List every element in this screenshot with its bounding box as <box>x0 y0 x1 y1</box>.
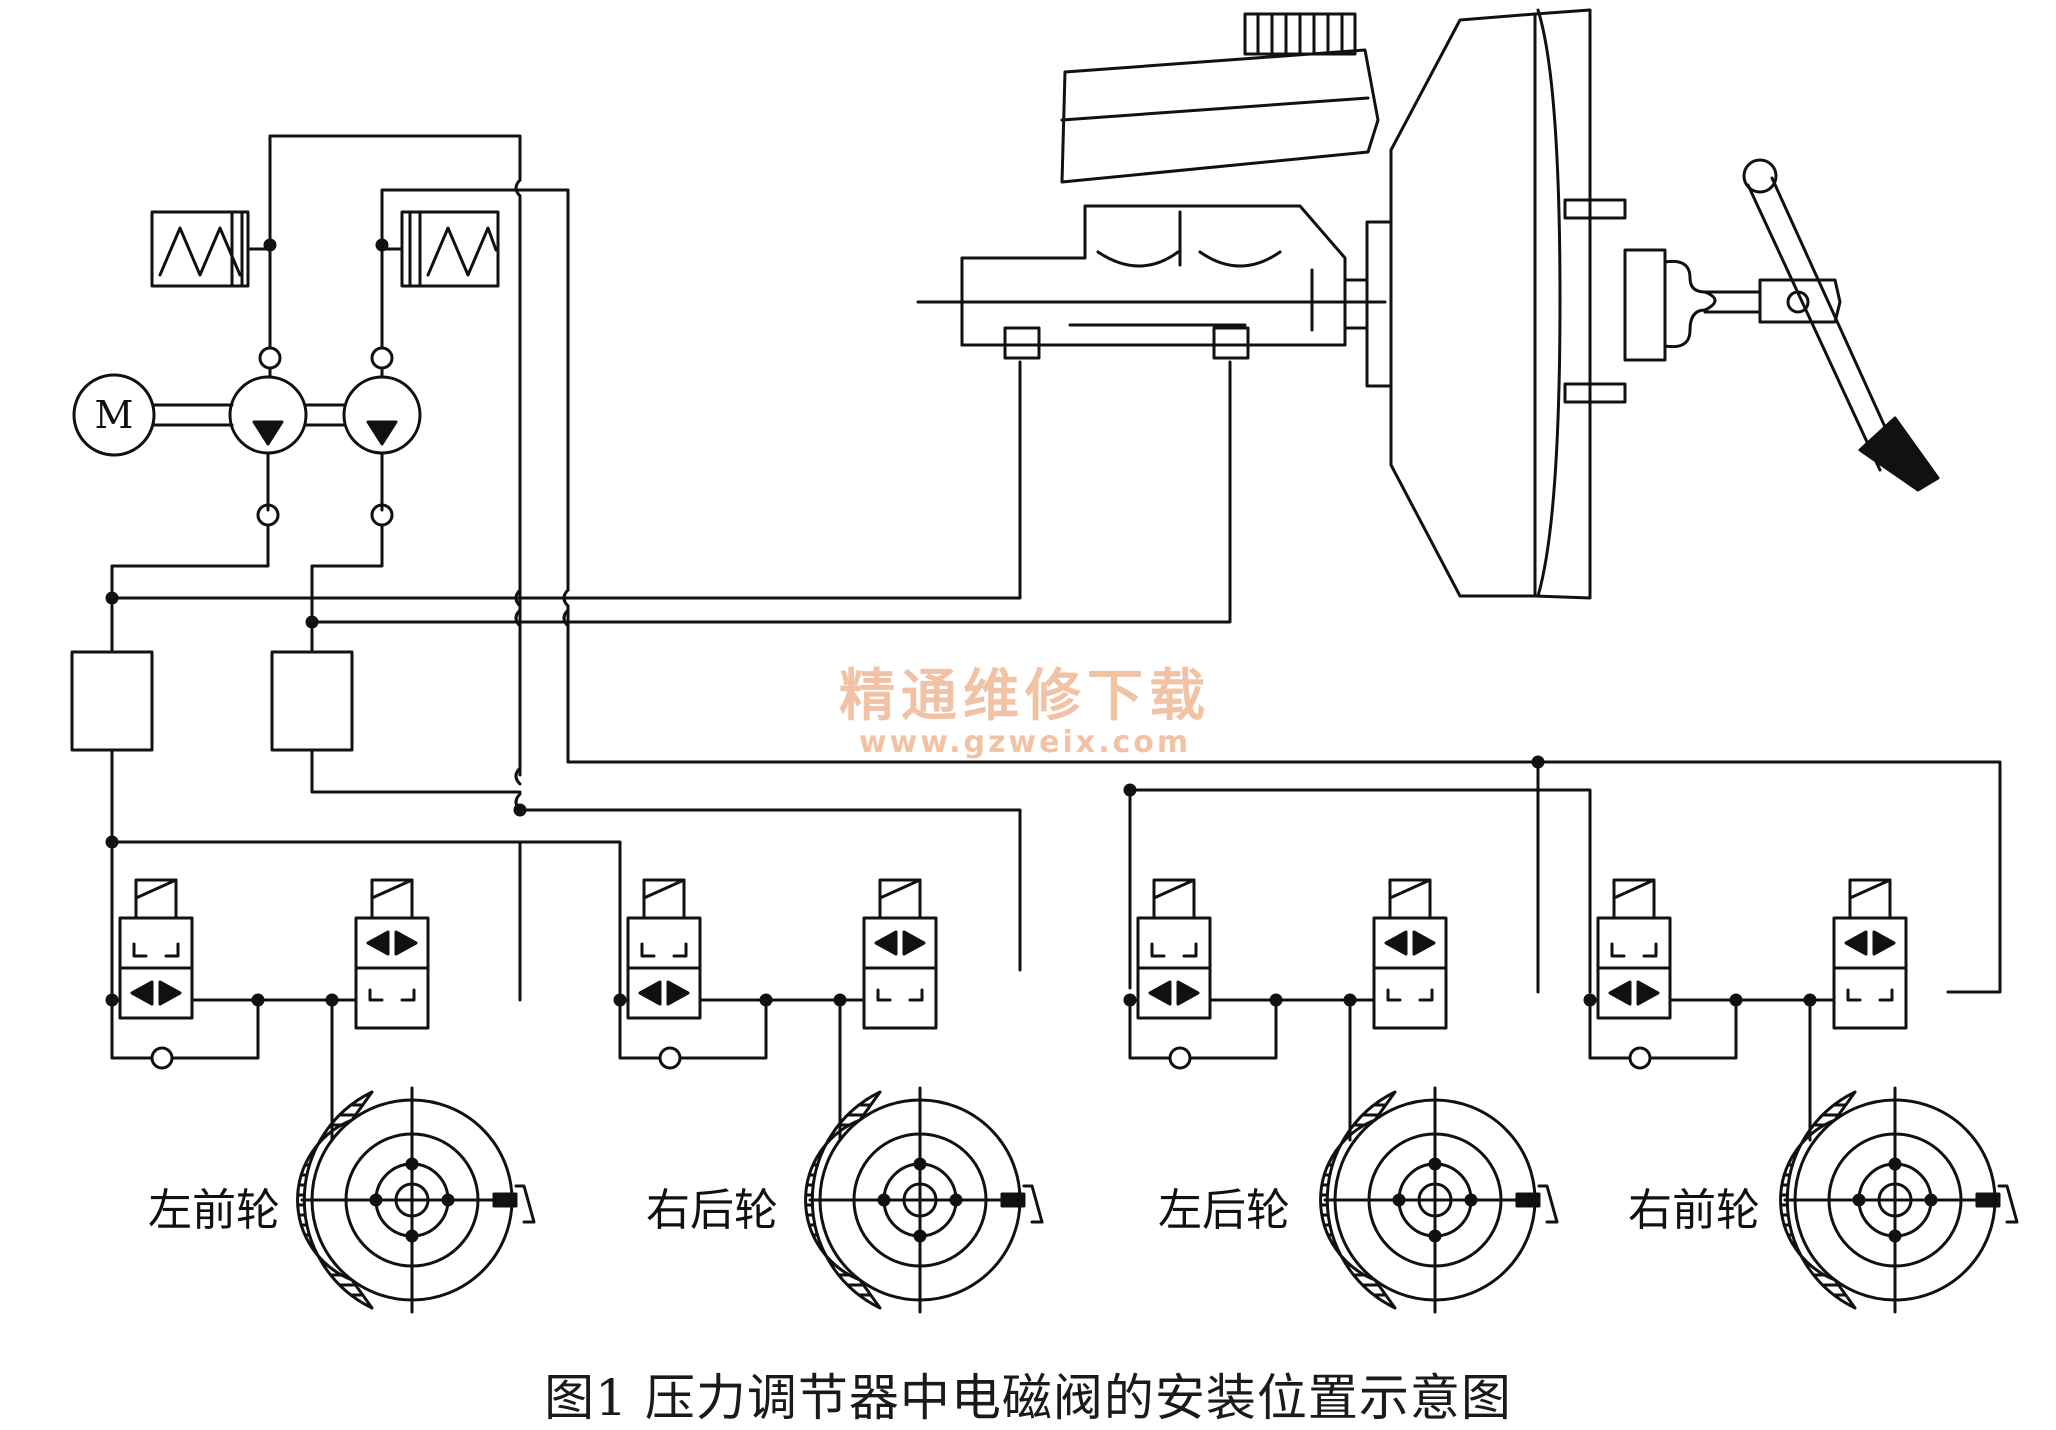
wheel-label-rf: 右前轮 <box>1628 1185 1760 1236</box>
brake-booster <box>1343 8 1762 600</box>
wheel-label-lr: 左后轮 <box>1158 1185 1290 1236</box>
figure-caption: 图1 压力调节器中电磁阀的安装位置示意图 <box>544 1369 1512 1427</box>
damper-1 <box>70 650 154 752</box>
brake-pedal <box>1742 158 1940 492</box>
junction-dots <box>105 238 1545 849</box>
accumulator-1 <box>150 210 272 288</box>
watermark-text: 精通维修下载 <box>839 664 1211 729</box>
valve-pair-rr <box>613 878 938 1142</box>
line-crossings <box>514 178 570 812</box>
motor <box>72 373 156 457</box>
pump-motor-assembly <box>72 330 422 527</box>
wheel-brake-lr <box>1319 1086 1559 1314</box>
wheel-brake-rr <box>804 1086 1044 1314</box>
wheel-label-lf: 左前轮 <box>148 1185 280 1236</box>
accumulator-2 <box>380 210 500 288</box>
wheel-brake-rf <box>1779 1086 2019 1314</box>
valve-pair-rf <box>1583 878 1908 1142</box>
watermark: 精通维修下载 www.gzweix.com <box>839 664 1211 760</box>
watermark-url: www.gzweix.com <box>859 725 1191 760</box>
valve-pair-lr <box>1123 878 1448 1142</box>
motor-label: M <box>95 393 134 437</box>
wheel-brake-lf <box>296 1086 536 1314</box>
wheel-label-rr: 右后轮 <box>646 1185 778 1236</box>
master-cylinder <box>916 12 1387 360</box>
damper-2 <box>270 650 354 752</box>
hydraulic-lines <box>110 134 2002 1002</box>
valve-pair-lf <box>105 878 430 1142</box>
